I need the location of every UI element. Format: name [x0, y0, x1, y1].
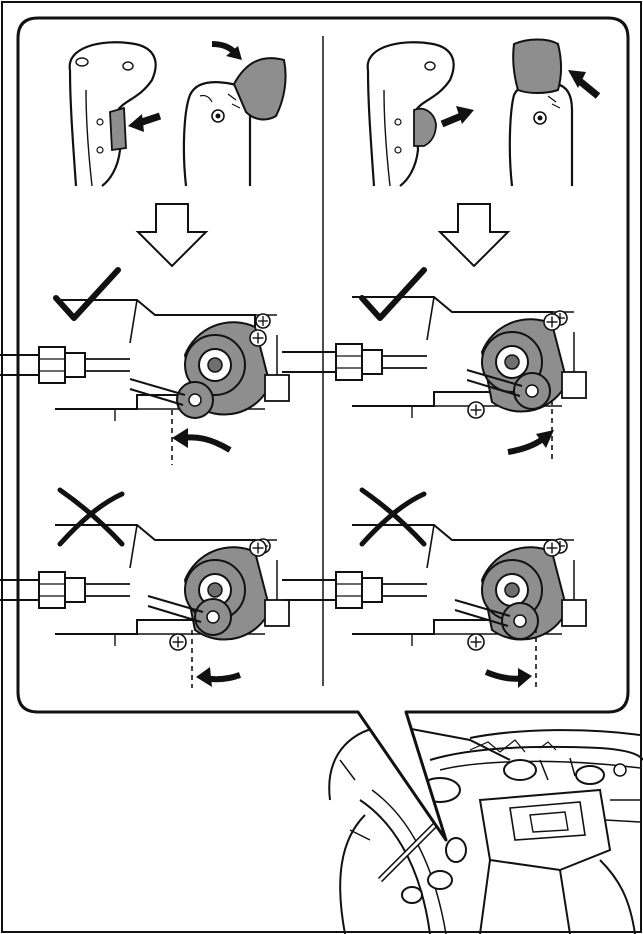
straight-arrow-icon — [568, 70, 586, 88]
left-panel — [0, 41, 290, 688]
right-handle-side-view — [366, 41, 474, 187]
curved-arrow-icon — [226, 46, 242, 60]
right-panel — [281, 38, 601, 690]
straight-arrow-icon — [128, 114, 144, 132]
right-handle-rear-view — [508, 38, 601, 187]
left-handle-side-view — [68, 41, 162, 187]
left-handle-rear-view — [182, 41, 287, 187]
straight-arrow-icon — [456, 106, 474, 124]
engine-overview-drawing — [328, 723, 643, 934]
